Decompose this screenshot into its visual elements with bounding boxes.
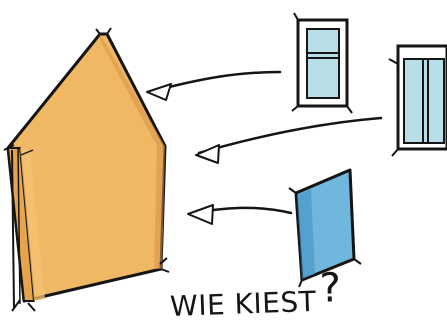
arrow-icon: [188, 205, 291, 224]
arrow-icon: [147, 72, 280, 100]
question-mark: ?: [319, 265, 342, 312]
house-facade-icon: [4, 28, 169, 311]
wide-window-icon: [389, 46, 447, 156]
small-window-icon: [292, 13, 352, 113]
caption-label: WIE KIEST: [170, 285, 317, 323]
caption-text: WIE KIEST?: [169, 280, 342, 324]
arrow-icon: [196, 118, 381, 163]
